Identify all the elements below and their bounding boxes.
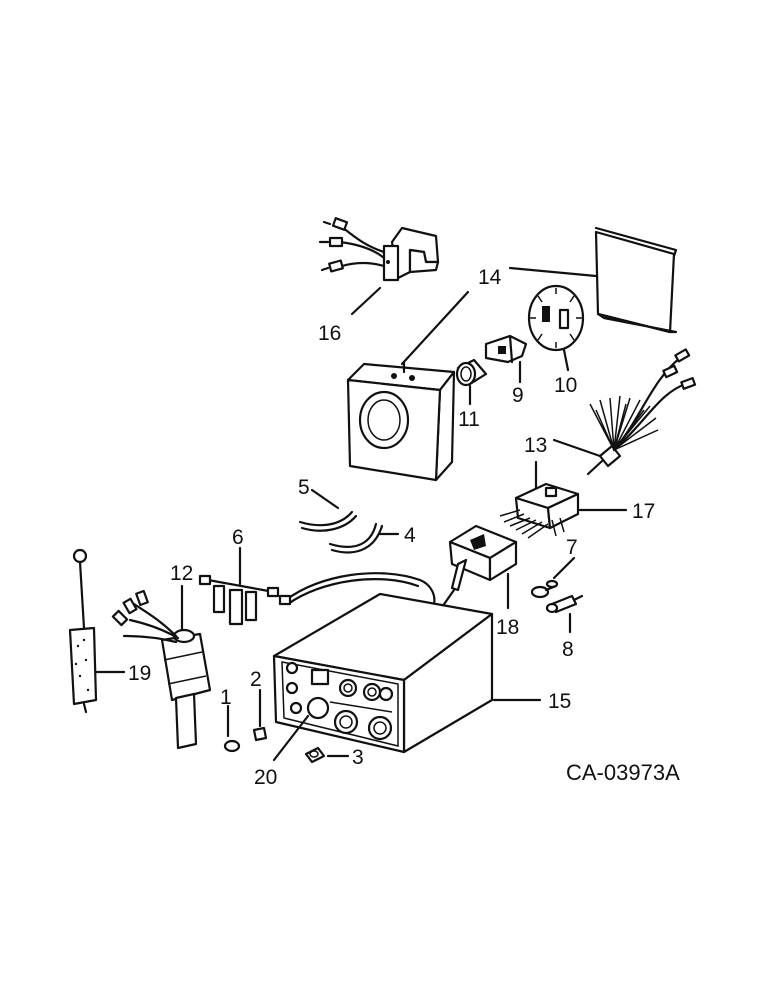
callout-5: 5	[298, 476, 310, 499]
part-13-harness	[586, 348, 697, 476]
callout-9: 9	[512, 384, 524, 407]
leader-20	[272, 714, 310, 762]
leader-10	[562, 348, 570, 372]
part-12-handle	[111, 589, 212, 750]
part-7-terminal	[530, 579, 559, 599]
part-4-hose	[328, 522, 384, 554]
callout-2: 2	[250, 668, 262, 691]
leader-13b	[552, 438, 602, 458]
callout-1: 1	[220, 686, 232, 709]
drawing-code: CA-03973A	[566, 760, 680, 785]
leader-14-housing	[400, 290, 470, 366]
part-10-gauge	[527, 284, 585, 352]
part-5-hose	[298, 510, 358, 532]
callout-7: 7	[566, 536, 578, 559]
part-17-connector	[499, 482, 580, 539]
part-19-probe	[68, 548, 98, 714]
part-2-pin	[252, 726, 268, 742]
callout-11: 11	[458, 408, 480, 431]
callout-3: 3	[352, 746, 364, 769]
callout-12: 12	[170, 562, 193, 585]
callout-18: 18	[496, 616, 519, 639]
part-3-nut	[304, 746, 326, 764]
part-18-switch	[438, 524, 518, 612]
part-11-bushing	[455, 358, 488, 387]
callout-4: 4	[404, 524, 416, 547]
part-9-clip	[484, 334, 528, 364]
part-14-bracket	[594, 226, 678, 334]
leader-7	[552, 556, 576, 580]
part-14-housing	[346, 360, 456, 482]
part-1-plug	[223, 739, 241, 753]
leader-14-bracket	[508, 266, 598, 278]
callout-15: 15	[548, 690, 571, 713]
leader-5	[310, 488, 340, 510]
callout-16: 16	[318, 322, 341, 345]
part-15-console	[272, 592, 494, 754]
callout-13: 13	[524, 434, 547, 457]
callout-8: 8	[562, 638, 574, 661]
leader-16	[350, 286, 382, 316]
callout-17: 17	[632, 500, 655, 523]
part-16-relay	[318, 217, 440, 282]
callout-19: 19	[128, 662, 151, 685]
callout-14: 14	[478, 266, 502, 289]
callout-6: 6	[232, 526, 244, 549]
part-8-terminal	[545, 594, 584, 614]
part-6-terminal	[198, 572, 436, 626]
callout-10: 10	[554, 374, 577, 397]
callout-20: 20	[254, 766, 277, 789]
